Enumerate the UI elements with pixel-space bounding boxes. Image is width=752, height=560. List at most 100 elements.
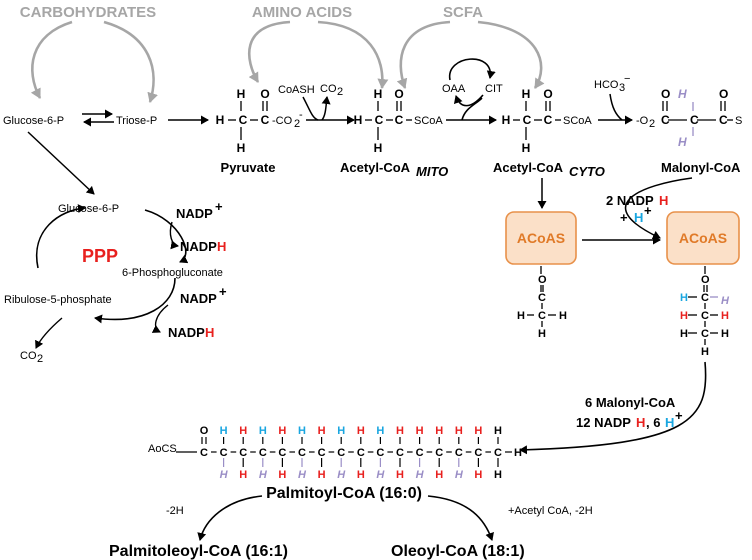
acoas-left-acetyl-fragment: O C H C H H: [517, 266, 567, 340]
svg-text:CO: CO: [20, 350, 37, 362]
ppp-glucose6p-label: Glucose-6-P: [58, 203, 119, 215]
svg-text:-CO: -CO: [272, 115, 293, 127]
svg-text:C: C: [375, 113, 384, 127]
ppp-co2-label: CO 2: [20, 350, 43, 365]
carbohydrates-label: CARBOHYDRATES: [20, 4, 156, 21]
svg-text:C: C: [523, 113, 532, 127]
acoas-label-right: ACoAS: [679, 230, 727, 246]
oleoyl-label: Oleoyl-CoA (18:1): [391, 543, 525, 560]
acetyl-coa-mito-label: Acetyl-CoA MITO: [340, 160, 448, 179]
palmitoyl-coa-structure: COCHHCHHCHHCHHCHHCHHCHHCHHCHHCHHCHHCHHCH…: [176, 425, 522, 481]
carbohydrates-arrows: [30, 20, 158, 103]
svg-text:C: C: [538, 310, 546, 322]
svg-text:NADP: NADP: [176, 206, 213, 221]
hydrogen-atom: H: [259, 425, 267, 437]
ribulose-label: Ribulose-5-phosphate: [4, 294, 112, 306]
hydrogen-atom: H: [376, 425, 384, 437]
svg-text:H: H: [237, 87, 246, 101]
nadph-2-arrow: [151, 304, 169, 333]
hydrogen-atom: H: [376, 469, 385, 481]
amino-acids-label: AMINO ACIDS: [252, 4, 352, 21]
hydrogen-atom: H: [357, 425, 365, 437]
svg-text:SCoA: SCoA: [414, 115, 443, 127]
svg-text:+: +: [620, 210, 631, 225]
oaa-label: OAA: [442, 83, 466, 95]
svg-text:H: H: [680, 310, 688, 322]
svg-text:SCoA: SCoA: [563, 115, 592, 127]
svg-text:O: O: [394, 87, 403, 101]
carbon-atom: C: [474, 447, 482, 459]
nadph-1-arrow: [169, 221, 179, 250]
acoas-box-left: [505, 211, 577, 265]
svg-text:Acetyl-CoA: Acetyl-CoA: [493, 160, 564, 175]
nadph-1: NADP H: [180, 239, 226, 254]
carbon-atom: C: [337, 447, 345, 459]
carbon-atom: C: [435, 447, 443, 459]
svg-text:O: O: [538, 274, 547, 286]
hydrogen-atom: H: [259, 469, 268, 481]
palmitoyl-coa-label: Palmitoyl-CoA (16:0): [266, 485, 422, 502]
hydrogen-atom: H: [337, 425, 345, 437]
hydrogen-atom: H: [318, 425, 326, 437]
svg-text:H: H: [217, 239, 226, 254]
hydrogen-atom: H: [220, 425, 228, 437]
svg-text:H: H: [237, 141, 246, 155]
cit-label: CIT: [485, 83, 503, 95]
svg-text:H: H: [680, 292, 688, 304]
svg-text:CO: CO: [320, 83, 337, 95]
left-condition: -2H: [166, 505, 184, 517]
equilibrium-arrows: [82, 109, 114, 127]
svg-text:C: C: [538, 292, 546, 304]
scfa-label: SCFA: [443, 4, 483, 21]
hydrogen-atom: H: [514, 447, 522, 459]
svg-text:H: H: [502, 113, 511, 127]
ppp-label: PPP: [82, 246, 118, 266]
pyruvate-label: Pyruvate: [221, 160, 276, 175]
glucose6p-label: Glucose-6-P: [3, 115, 64, 127]
svg-text:NADP: NADP: [180, 291, 217, 306]
carbon-atom: C: [376, 447, 384, 459]
hydrogen-atom: H: [396, 469, 404, 481]
pyruvate-structure: H H C H O C -CO 2 -: [216, 87, 303, 155]
svg-text:C: C: [701, 292, 709, 304]
right-condition: +Acetyl CoA, -2H: [508, 505, 593, 517]
carbon-atom: C: [318, 447, 326, 459]
svg-text:C: C: [395, 113, 404, 127]
glucose-to-ppp-arrow: [27, 131, 95, 195]
svg-text:O: O: [260, 87, 269, 101]
hydrogen-atom: H: [494, 469, 502, 481]
hydrogen-atom: H: [239, 469, 247, 481]
carbon-atom: C: [357, 447, 365, 459]
svg-text:C: C: [701, 310, 709, 322]
svg-text:H: H: [680, 328, 688, 340]
hydrogen-atom: H: [474, 425, 482, 437]
svg-text:NADP: NADP: [180, 239, 217, 254]
amino-acids-arrows: [247, 20, 389, 89]
svg-text:2: 2: [649, 118, 655, 130]
carbon-atom: C: [200, 447, 208, 459]
svg-text:-O: -O: [636, 115, 649, 127]
oxygen-atom: O: [200, 425, 209, 437]
svg-text:C: C: [690, 113, 699, 127]
hydrogen-atom: H: [435, 469, 443, 481]
hydrogen-atom: H: [239, 425, 247, 437]
svg-text:H: H: [721, 310, 729, 322]
svg-text:H: H: [659, 193, 668, 208]
carbon-atom: C: [239, 447, 247, 459]
hydrogen-atom: H: [494, 425, 502, 437]
carbon-atom: C: [298, 447, 306, 459]
svg-text:NADP: NADP: [168, 325, 205, 340]
acoas-label-left: ACoAS: [517, 230, 565, 246]
hydrogen-atom: H: [298, 469, 307, 481]
acoas-box-right: [666, 211, 740, 265]
svg-text:O: O: [661, 87, 670, 101]
svg-text:CYTO: CYTO: [569, 164, 605, 179]
svg-text:H: H: [678, 135, 687, 149]
svg-text:2 NADP: 2 NADP: [606, 193, 654, 208]
hydrogen-atom: H: [337, 469, 346, 481]
coash-label: CoASH: [278, 84, 315, 96]
triose-p-label: Triose-P: [116, 115, 157, 127]
palmitoyl-prefix: AoCS: [148, 443, 177, 455]
palmitoleoyl-label: Palmitoleoyl-CoA (16:1): [109, 543, 288, 560]
